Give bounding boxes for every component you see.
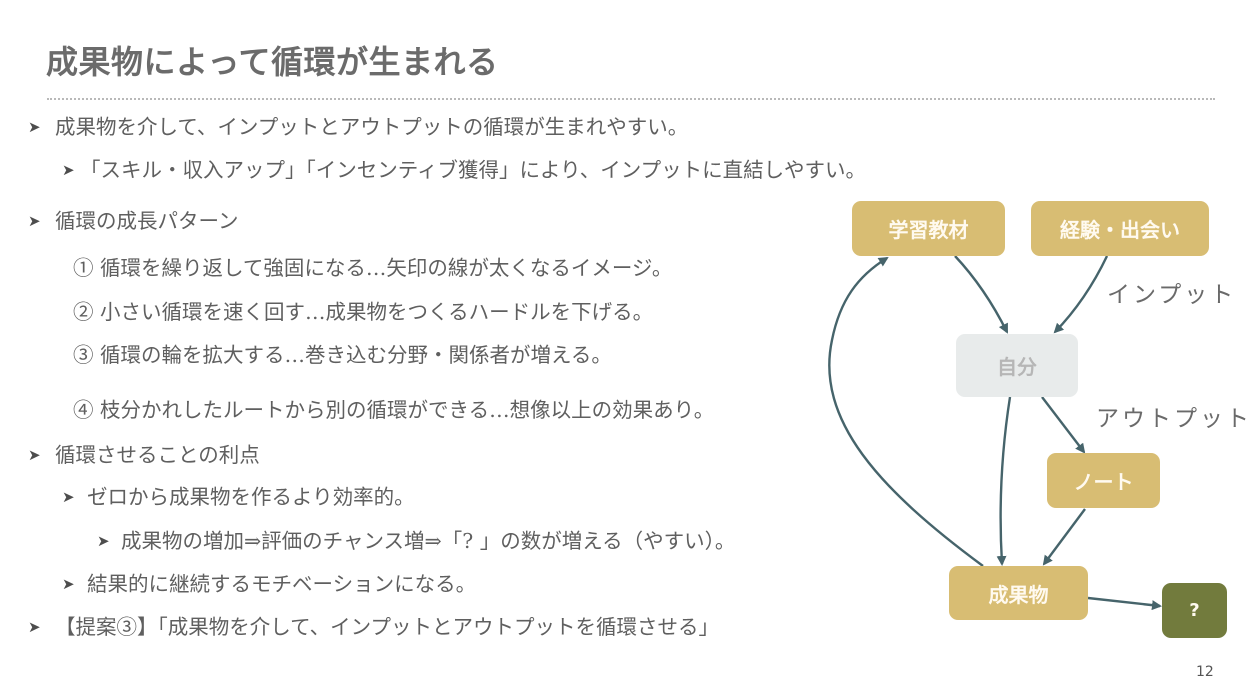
arrow-bullet-icon: ➤ bbox=[28, 118, 41, 136]
slide-title: 成果物によって循環が生まれる bbox=[46, 43, 499, 81]
arrow-notes-to-deliverables bbox=[1042, 508, 1086, 566]
arrow-learning-to-self bbox=[954, 255, 1009, 334]
numbered-item: ② 小さい循環を速く回す…成果物をつくるハードルを下げる。 bbox=[73, 300, 654, 324]
bullet-text: 【提案③】「成果物を介して、インプットとアウトプットを循環させる」 bbox=[55, 615, 719, 639]
bullet-text: 「スキル・収入アップ」「インセンティブ獲得」により、インプットに直結しやすい。 bbox=[80, 158, 866, 182]
arrow-deliverables-to-unknown bbox=[1087, 596, 1162, 611]
node-notes: ノート bbox=[1047, 453, 1160, 508]
title-divider bbox=[47, 98, 1215, 100]
node-unknown: ? bbox=[1162, 583, 1227, 638]
bullet-text: ゼロから成果物を作るより効率的。 bbox=[87, 485, 415, 509]
node-deliverables: 成果物 bbox=[949, 566, 1088, 620]
arrow-experience-to-self bbox=[1053, 255, 1109, 334]
bullet-text: 成果物を介して、インプットとアウトプットの循環が生まれやすい。 bbox=[55, 115, 689, 139]
bullet-text: 循環の成長パターン bbox=[55, 209, 239, 233]
page-number: 12 bbox=[1196, 664, 1214, 680]
bullet-text: 成果物の増加⇒評価のチャンス増⇒「? 」の数が増える（やすい）。 bbox=[121, 529, 736, 553]
input-label: インプット bbox=[1107, 282, 1237, 308]
arrow-bullet-icon: ➤ bbox=[97, 532, 110, 550]
node-experience-encounters: 経験・出会い bbox=[1031, 201, 1209, 256]
arrow-deliverables-to-learning bbox=[828, 256, 984, 567]
arrow-self-to-deliverables bbox=[996, 396, 1012, 566]
numbered-item: ③ 循環の輪を拡大する…巻き込む分野・関係者が増える。 bbox=[73, 343, 612, 367]
numbered-item: ④ 枝分かれしたルートから別の循環ができる…想像以上の効果あり。 bbox=[73, 398, 715, 422]
arrow-bullet-icon: ➤ bbox=[62, 161, 75, 179]
arrow-bullet-icon: ➤ bbox=[62, 575, 75, 593]
arrow-bullet-icon: ➤ bbox=[28, 618, 41, 636]
bullet-text: 結果的に継続するモチベーションになる。 bbox=[87, 572, 477, 596]
arrow-bullet-icon: ➤ bbox=[28, 446, 41, 464]
arrow-self-to-notes bbox=[1041, 396, 1086, 454]
node-self: 自分 bbox=[956, 334, 1078, 397]
bullet-text: 循環させることの利点 bbox=[55, 443, 260, 467]
output-label: アウトプット bbox=[1096, 406, 1247, 432]
arrow-bullet-icon: ➤ bbox=[28, 212, 41, 230]
numbered-item: ① 循環を繰り返して強固になる…矢印の線が太くなるイメージ。 bbox=[73, 256, 673, 280]
arrow-bullet-icon: ➤ bbox=[62, 488, 75, 506]
node-learning-materials: 学習教材 bbox=[852, 201, 1005, 256]
